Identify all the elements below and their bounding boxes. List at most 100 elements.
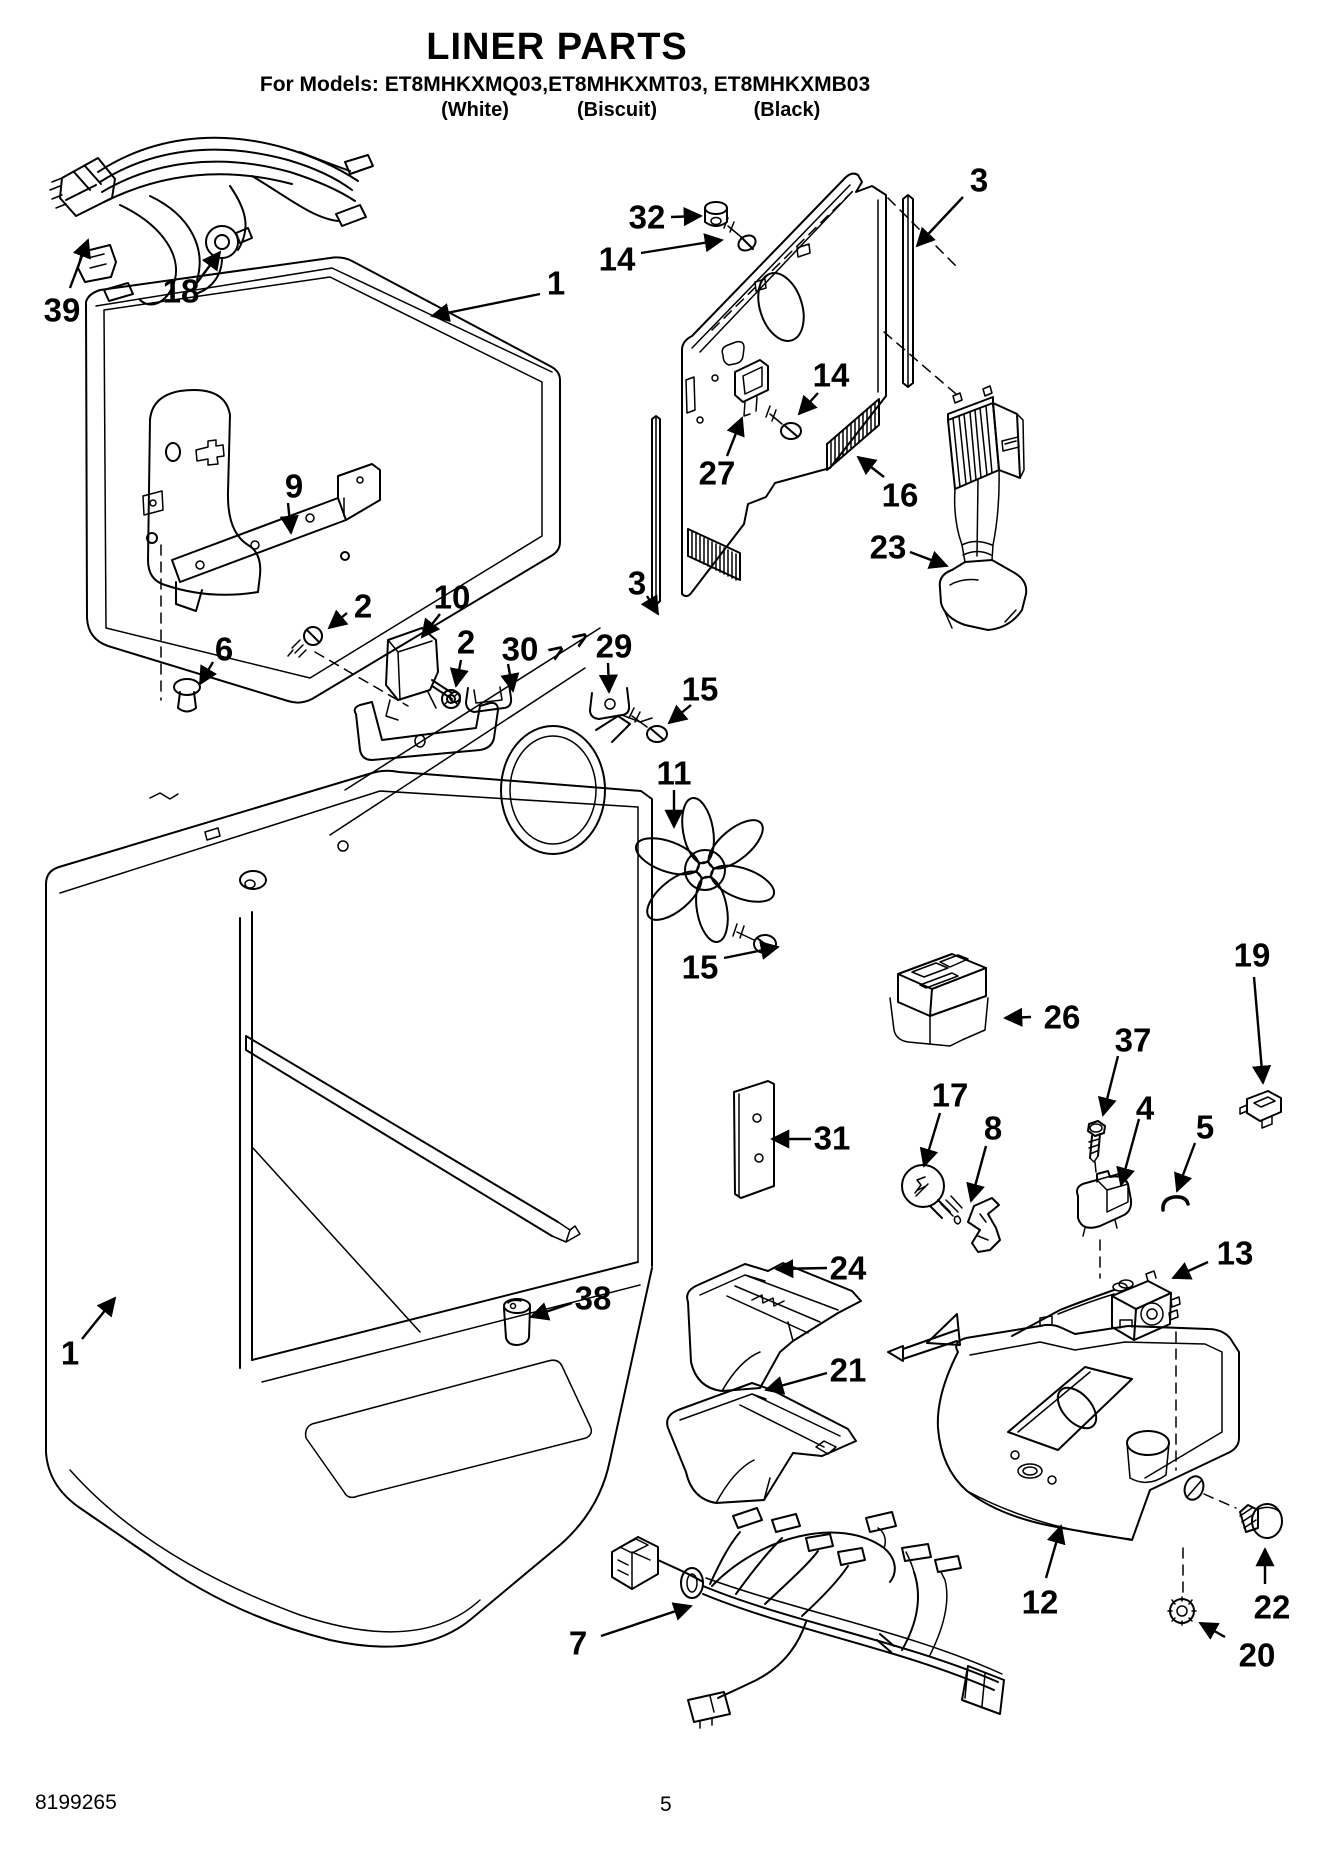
leader-arrow-30 — [500, 663, 520, 693]
screw-37 — [1087, 1120, 1106, 1183]
models-line: For Models: ET8MHKXMQ03,ET8MHKXMT03, ET8… — [259, 73, 871, 96]
thermostat-10 — [353, 627, 499, 761]
callout-10-13: 10 — [433, 578, 471, 616]
fan-blade-11 — [634, 797, 776, 943]
wire-harness-evaporator — [49, 136, 374, 306]
callout-2-12: 2 — [353, 587, 373, 625]
callout-8-25: 8 — [983, 1109, 1003, 1147]
leader-arrow-29 — [598, 662, 618, 694]
leader-arrow-8 — [966, 1145, 988, 1203]
leader-arrow-39 — [68, 238, 91, 289]
callout-21-31: 21 — [829, 1351, 867, 1389]
callout-7-36: 7 — [568, 1624, 588, 1662]
leader-arrow-4 — [1116, 1118, 1141, 1187]
callout-23-9: 23 — [869, 528, 907, 566]
trim-strip-3-right — [902, 194, 914, 388]
leader-arrow-1 — [81, 1296, 117, 1340]
publication-number: 8199265 — [35, 1791, 117, 1814]
leader-arrow-2 — [327, 609, 349, 630]
callout-9-11: 9 — [284, 467, 304, 505]
callout-1-2: 1 — [546, 264, 566, 302]
mount-leader-lines — [329, 627, 601, 836]
leader-arrow-6 — [198, 661, 218, 686]
callout-20-35: 20 — [1238, 1636, 1276, 1674]
callout-37-23: 37 — [1114, 1021, 1152, 1059]
evap-panel-16 — [681, 172, 959, 598]
leader-arrow-1 — [430, 292, 541, 322]
leader-arrow-5 — [1174, 1142, 1197, 1193]
screw-2a — [287, 626, 323, 658]
leader-arrow-12 — [1044, 1524, 1066, 1579]
callout-39-0: 39 — [43, 291, 81, 329]
cold-control-13 — [1011, 1270, 1181, 1471]
screw-15a — [628, 707, 668, 743]
callout-1-37: 1 — [60, 1334, 80, 1372]
fan-shroud — [500, 715, 631, 855]
callout-12-33: 12 — [1021, 1583, 1059, 1621]
callout-27-7: 27 — [698, 454, 736, 492]
air-duct-24 — [686, 1262, 862, 1392]
callout-3-5: 3 — [969, 161, 989, 199]
air-duct-21 — [666, 1382, 857, 1504]
evap-cover-31 — [733, 1080, 775, 1199]
leader-arrow-27 — [725, 416, 745, 457]
page-number: 5 — [660, 1793, 672, 1816]
callout-14-4: 14 — [598, 240, 636, 278]
retainer-ring-5 — [1161, 1195, 1190, 1212]
leader-arrow-14 — [640, 233, 724, 255]
module-26 — [889, 953, 989, 1047]
leader-arrow-32 — [670, 206, 703, 227]
drain-plug-38 — [503, 1298, 531, 1346]
leader-arrow-16 — [856, 455, 885, 478]
callout-26-21: 26 — [1043, 998, 1081, 1036]
callout-17-24: 17 — [931, 1076, 969, 1114]
callout-30-15: 30 — [501, 630, 539, 668]
callout-6-17: 6 — [214, 630, 234, 668]
page-title: LINER PARTS — [426, 26, 688, 68]
leader-arrow-26 — [1003, 1007, 1032, 1027]
knob-22 — [1239, 1503, 1283, 1539]
leader-arrow-20 — [1198, 1621, 1226, 1640]
callout-24-30: 24 — [829, 1249, 867, 1287]
leader-arrow-37 — [1097, 1055, 1120, 1117]
nut-20 — [1167, 1596, 1197, 1626]
callout-15-18: 15 — [681, 670, 719, 708]
leader-arrow-24 — [774, 1259, 828, 1279]
callout-16-8: 16 — [881, 476, 919, 514]
callout-18-1: 18 — [162, 272, 200, 310]
leader-arrow-10 — [420, 613, 441, 639]
callout-3-10: 3 — [627, 564, 647, 602]
color-label-white: (White) — [441, 99, 509, 121]
screw-14b — [765, 405, 802, 440]
wire-harness-main — [611, 1507, 1005, 1729]
bracket-30 — [465, 683, 513, 713]
leader-arrow-3 — [915, 196, 964, 248]
callout-29-16: 29 — [595, 627, 633, 665]
color-label-biscuit: (Biscuit) — [577, 99, 657, 121]
refrigerator-liner — [45, 769, 653, 1648]
leader-arrow-7 — [600, 1602, 693, 1638]
callout-5-27: 5 — [1195, 1108, 1215, 1146]
spacer-32 — [704, 201, 728, 227]
leader-arrow-13 — [1171, 1260, 1209, 1280]
callout-11-19: 11 — [656, 754, 692, 792]
leader-arrow-21 — [764, 1371, 828, 1395]
leader-arrow-9 — [279, 502, 299, 535]
clip-19 — [1239, 1090, 1282, 1129]
callout-38-32: 38 — [574, 1279, 612, 1317]
leader-arrow-14 — [797, 392, 819, 416]
callout-2-14: 2 — [456, 623, 476, 661]
leader-arrow-3 — [640, 594, 660, 616]
callout-13-29: 13 — [1216, 1234, 1254, 1272]
callout-14-6: 14 — [812, 356, 850, 394]
leader-arrow-19 — [1251, 976, 1272, 1085]
leader-arrow-2 — [449, 659, 469, 688]
callout-15-20: 15 — [681, 948, 719, 986]
callout-19-22: 19 — [1233, 936, 1271, 974]
bulb-clip-8 — [967, 1197, 1001, 1253]
callout-31-28: 31 — [813, 1119, 851, 1157]
callout-4-26: 4 — [1135, 1089, 1155, 1127]
